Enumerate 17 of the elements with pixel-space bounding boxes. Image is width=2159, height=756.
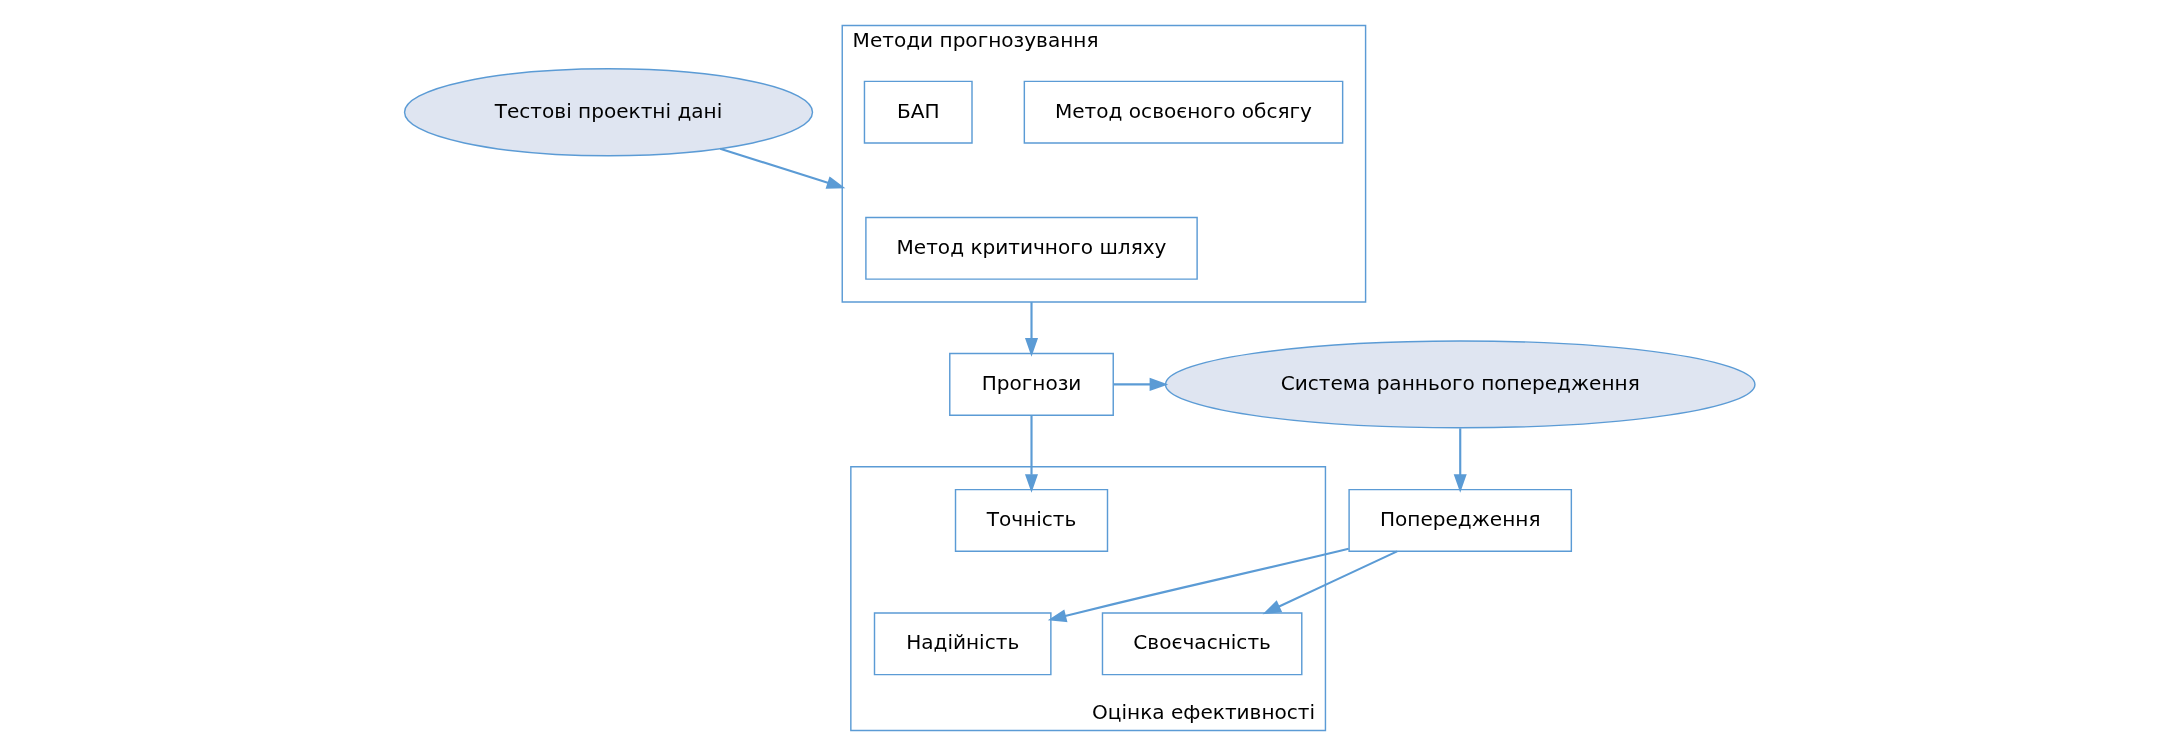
node-ellipse: Тестові проектні дані [403, 68, 813, 157]
node-box: Надійність [873, 612, 1052, 676]
arrow [1262, 550, 1398, 615]
arrow [1113, 377, 1168, 391]
node-box: Прогнози [948, 352, 1114, 416]
node-box: БАП [863, 80, 973, 144]
node-box: Метод критичного шляху [864, 216, 1198, 280]
node-box: Попередження [1347, 488, 1572, 552]
node-ellipse: Система раннього попередження [1164, 340, 1756, 429]
node-box: Своєчасність [1101, 612, 1302, 676]
arrow [719, 147, 845, 189]
arrow [1047, 547, 1349, 623]
arrow [1024, 302, 1038, 357]
node-box: Метод освоєного обсягу [1023, 80, 1343, 144]
arrow [1453, 428, 1467, 493]
arrow [1024, 415, 1038, 493]
node-box: Точність [954, 488, 1108, 552]
